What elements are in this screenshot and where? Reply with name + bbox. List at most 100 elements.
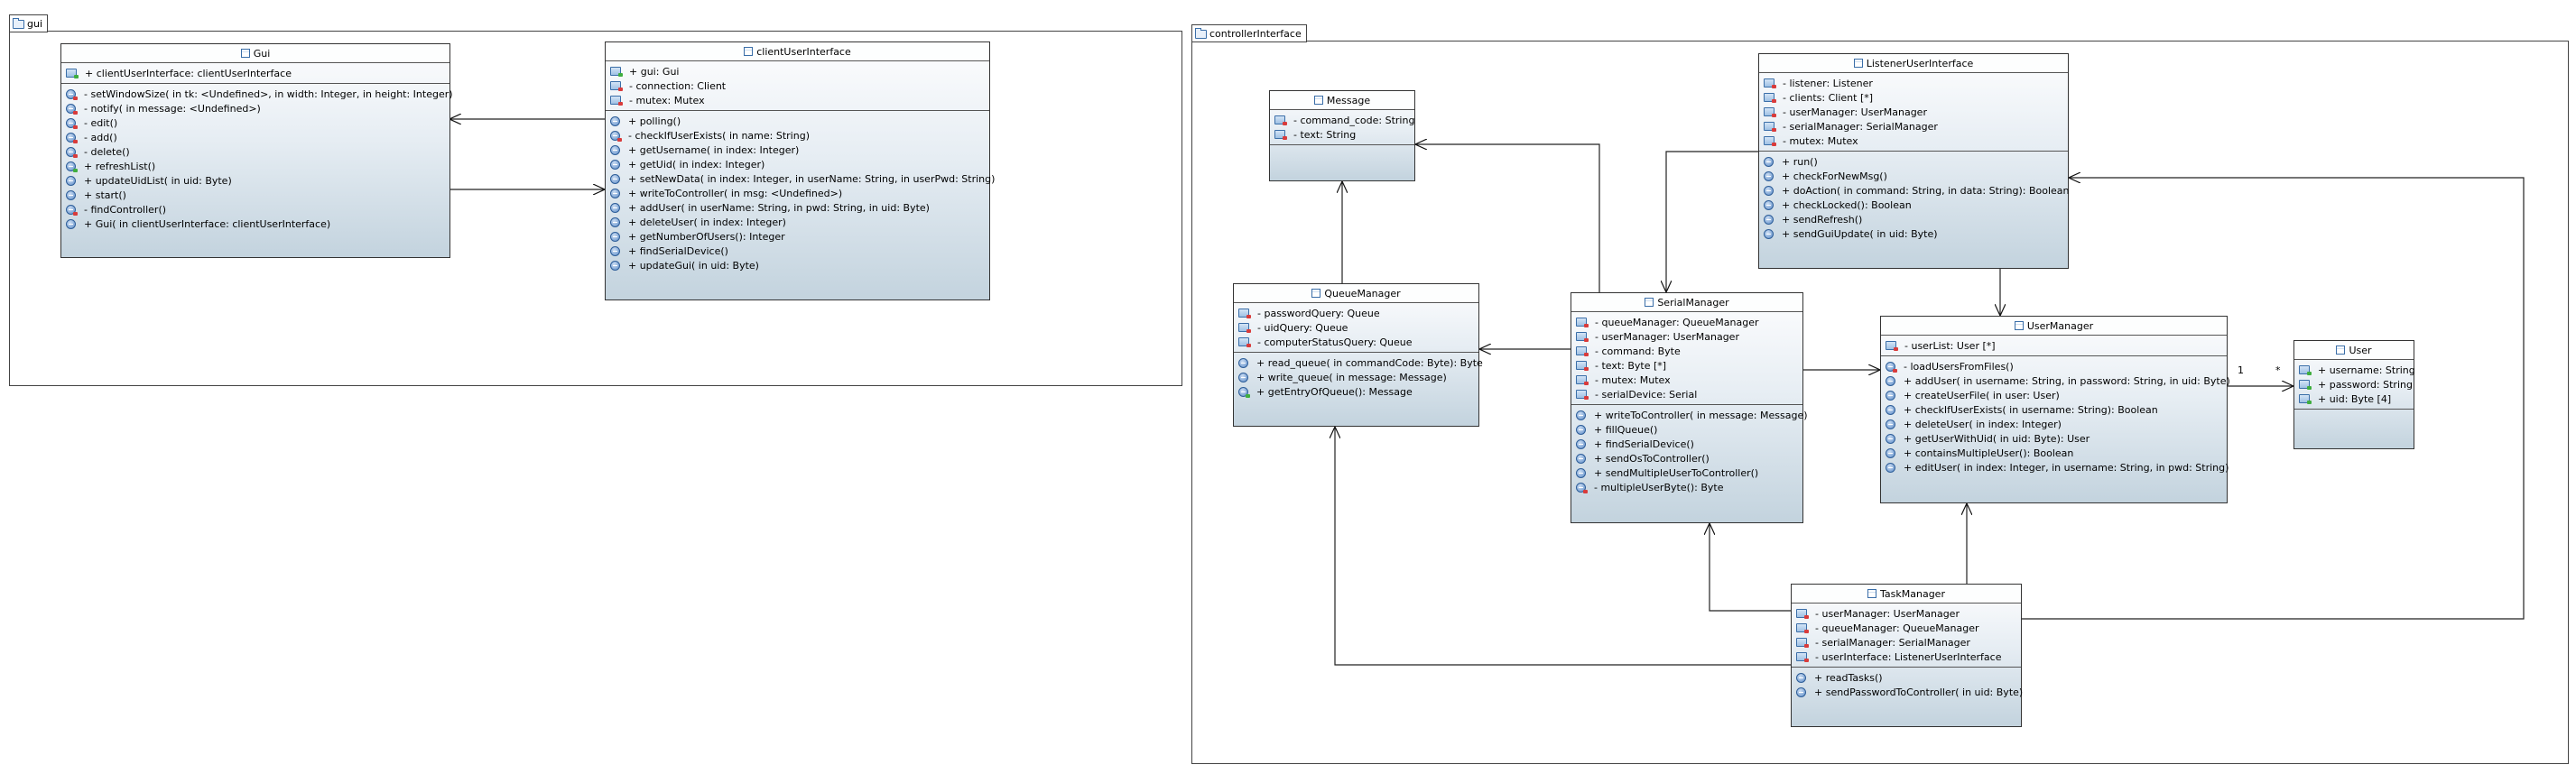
package-gui-tab[interactable]: gui <box>9 14 49 32</box>
operation-row[interactable]: + containsMultipleUser(): Boolean <box>1881 446 2227 460</box>
operation-row[interactable]: + fillQueue() <box>1571 422 1802 437</box>
operation-row[interactable]: + findSerialDevice() <box>1571 437 1802 451</box>
attribute-row[interactable]: - userManager: UserManager <box>1759 105 2068 119</box>
operation-row[interactable]: + createUserFile( in user: User) <box>1881 388 2227 402</box>
operation-row[interactable]: + getUid( in index: Integer) <box>606 157 989 171</box>
attribute-row[interactable]: + uid: Byte [4] <box>2294 392 2414 406</box>
attribute-row[interactable]: - queueManager: QueueManager <box>1571 315 1802 329</box>
class-user-manager[interactable]: UserManager- userList: User [*]- loadUse… <box>1880 316 2230 503</box>
attribute-row[interactable]: + gui: Gui <box>606 64 989 78</box>
operation-row[interactable]: - loadUsersFromFiles() <box>1881 359 2227 373</box>
attribute-row[interactable]: - passwordQuery: Queue <box>1234 306 1478 320</box>
operation-row[interactable]: + updateUidList( in uid: Byte) <box>61 173 449 188</box>
operation-row[interactable]: + getNumberOfUsers(): Integer <box>606 229 989 244</box>
operation-row[interactable]: - multipleUserByte(): Byte <box>1571 480 1802 494</box>
class-gui[interactable]: Gui+ clientUserInterface: clientUserInte… <box>60 43 453 258</box>
operation-row[interactable]: + setNewData( in index: Integer, in user… <box>606 171 995 186</box>
attribute-row[interactable]: - mutex: Mutex <box>1759 134 2068 148</box>
operations-section: - setWindowSize( in tk: <Undefined>, in … <box>61 84 453 234</box>
attribute-row[interactable]: + password: String <box>2294 377 2414 392</box>
attribute-row[interactable]: - userManager: UserManager <box>1571 329 1802 344</box>
attribute-icon <box>1796 623 1809 633</box>
class-client-user-interface[interactable]: clientUserInterface+ gui: Gui- connectio… <box>605 41 995 300</box>
operation-row[interactable]: + sendOsToController() <box>1571 451 1802 465</box>
attribute-row[interactable]: + clientUserInterface: clientUserInterfa… <box>61 66 449 80</box>
operation-row[interactable]: + writeToController( in message: Message… <box>1571 408 1808 422</box>
operation-row[interactable]: + findSerialDevice() <box>606 244 989 258</box>
operation-text: + start() <box>84 189 126 201</box>
operation-row[interactable]: + sendGuiUpdate( in uid: Byte) <box>1759 226 2068 241</box>
attribute-row[interactable]: - userManager: UserManager <box>1792 606 2021 621</box>
operation-row[interactable]: + readTasks() <box>1792 670 2021 685</box>
operation-row[interactable]: + deleteUser( in index: Integer) <box>1881 417 2227 431</box>
operation-row[interactable]: + addUser( in userName: String, in pwd: … <box>606 200 989 215</box>
operation-text: + deleteUser( in index: Integer) <box>1904 418 2062 430</box>
class-listener-user-interface[interactable]: ListenerUserInterface - listener: Listene… <box>1758 53 2069 269</box>
operation-row[interactable]: - delete() <box>61 144 449 159</box>
operation-row[interactable]: + run() <box>1759 154 2068 169</box>
edge-task-to-serial <box>1710 523 1791 612</box>
operation-row[interactable]: + sendRefresh() <box>1759 212 2068 226</box>
attribute-row[interactable]: - userInterface: ListenerUserInterface <box>1792 650 2021 664</box>
attribute-icon <box>1886 341 1898 351</box>
attribute-icon <box>1796 638 1809 648</box>
operation-row[interactable]: + checkIfUserExists( in username: String… <box>1881 402 2227 417</box>
operation-row[interactable]: + write_queue( in message: Message) <box>1234 370 1478 384</box>
class-serial-manager[interactable]: SerialManager- queueManager: QueueManage… <box>1571 292 1808 523</box>
attribute-row[interactable]: + username: String <box>2294 363 2415 377</box>
class-message[interactable]: Message- command_code: String- text: Str… <box>1269 90 1415 181</box>
operation-row[interactable]: + checkLocked(): Boolean <box>1759 198 2068 212</box>
attribute-row[interactable]: - computerStatusQuery: Queue <box>1234 335 1478 349</box>
attribute-row[interactable]: - queueManager: QueueManager <box>1792 621 2021 635</box>
operation-row[interactable]: + start() <box>61 188 449 202</box>
operation-row[interactable]: + doAction( in command: String, in data:… <box>1759 183 2069 198</box>
attribute-row[interactable]: - mutex: Mutex <box>1571 373 1802 387</box>
operation-row[interactable]: + sendMultipleUserToController() <box>1571 465 1802 480</box>
operation-row[interactable]: + polling() <box>606 114 989 128</box>
attribute-text: + clientUserInterface: clientUserInterfa… <box>85 67 292 79</box>
operation-row[interactable]: + read_queue( in commandCode: Byte): Byt… <box>1234 355 1483 370</box>
attribute-row[interactable]: - command: Byte <box>1571 344 1802 358</box>
attribute-row[interactable]: - uidQuery: Queue <box>1234 320 1478 335</box>
attribute-icon <box>1274 115 1287 125</box>
operation-row[interactable]: - findController() <box>61 202 449 217</box>
operation-row[interactable]: + deleteUser( in index: Integer) <box>606 215 989 229</box>
attribute-icon <box>2299 380 2312 390</box>
operation-icon <box>610 115 620 126</box>
attribute-row[interactable]: - text: Byte [*] <box>1571 358 1802 373</box>
operation-row[interactable]: - notify( in message: <Undefined>) <box>61 101 449 115</box>
operation-row[interactable]: + getUserWithUid( in uid: Byte): User <box>1881 431 2227 446</box>
operation-row[interactable]: + updateGui( in uid: Byte) <box>606 258 989 272</box>
operation-row[interactable]: + getUsername( in index: Integer) <box>606 143 989 157</box>
operation-row[interactable]: - checkIfUserExists( in name: String) <box>606 128 989 143</box>
class-user[interactable]: User+ username: String+ password: String… <box>2293 340 2415 449</box>
operation-row[interactable]: - setWindowSize( in tk: <Undefined>, in … <box>61 87 453 101</box>
operation-row[interactable]: - edit() <box>61 115 449 130</box>
attribute-row[interactable]: - userList: User [*] <box>1881 338 2227 353</box>
class-header: ListenerUserInterface <box>1759 54 2068 73</box>
attribute-row[interactable]: - serialDevice: Serial <box>1571 387 1802 401</box>
operation-row[interactable]: + getEntryOfQueue(): Message <box>1234 384 1478 399</box>
attribute-row[interactable]: - serialManager: SerialManager <box>1792 635 2021 650</box>
attribute-row[interactable]: - mutex: Mutex <box>606 93 989 107</box>
attribute-row[interactable]: - listener: Listener <box>1759 76 2068 90</box>
operation-row[interactable]: + writeToController( in msg: <Undefined>… <box>606 186 989 200</box>
attribute-row[interactable]: - command_code: String <box>1270 113 1414 127</box>
operation-row[interactable]: + addUser( in username: String, in passw… <box>1881 373 2230 388</box>
attribute-row[interactable]: - serialManager: SerialManager <box>1759 119 2068 134</box>
class-queue-manager[interactable]: QueueManager- passwordQuery: Queue- uidQ… <box>1233 283 1483 427</box>
class-task-manager[interactable]: TaskManager- userManager: UserManager- q… <box>1791 584 2023 727</box>
operation-row[interactable]: + checkForNewMsg() <box>1759 169 2068 183</box>
operation-row[interactable]: + Gui( in clientUserInterface: clientUse… <box>61 217 449 231</box>
package-controller-tab[interactable]: controllerInterface <box>1191 24 1307 42</box>
operation-row[interactable]: + refreshList() <box>61 159 449 173</box>
attribute-row[interactable]: - connection: Client <box>606 78 989 93</box>
attribute-row[interactable]: - clients: Client [*] <box>1759 90 2068 105</box>
operation-row[interactable]: - add() <box>61 130 449 144</box>
edge-task-to-queue <box>1335 427 1791 666</box>
operation-text: + writeToController( in message: Message… <box>1594 409 1808 421</box>
operation-row[interactable]: + editUser( in index: Integer, in userna… <box>1881 460 2229 475</box>
attribute-icon <box>1238 323 1251 333</box>
attribute-row[interactable]: - text: String <box>1270 127 1414 142</box>
operation-row[interactable]: + sendPasswordToController( in uid: Byte… <box>1792 685 2023 699</box>
